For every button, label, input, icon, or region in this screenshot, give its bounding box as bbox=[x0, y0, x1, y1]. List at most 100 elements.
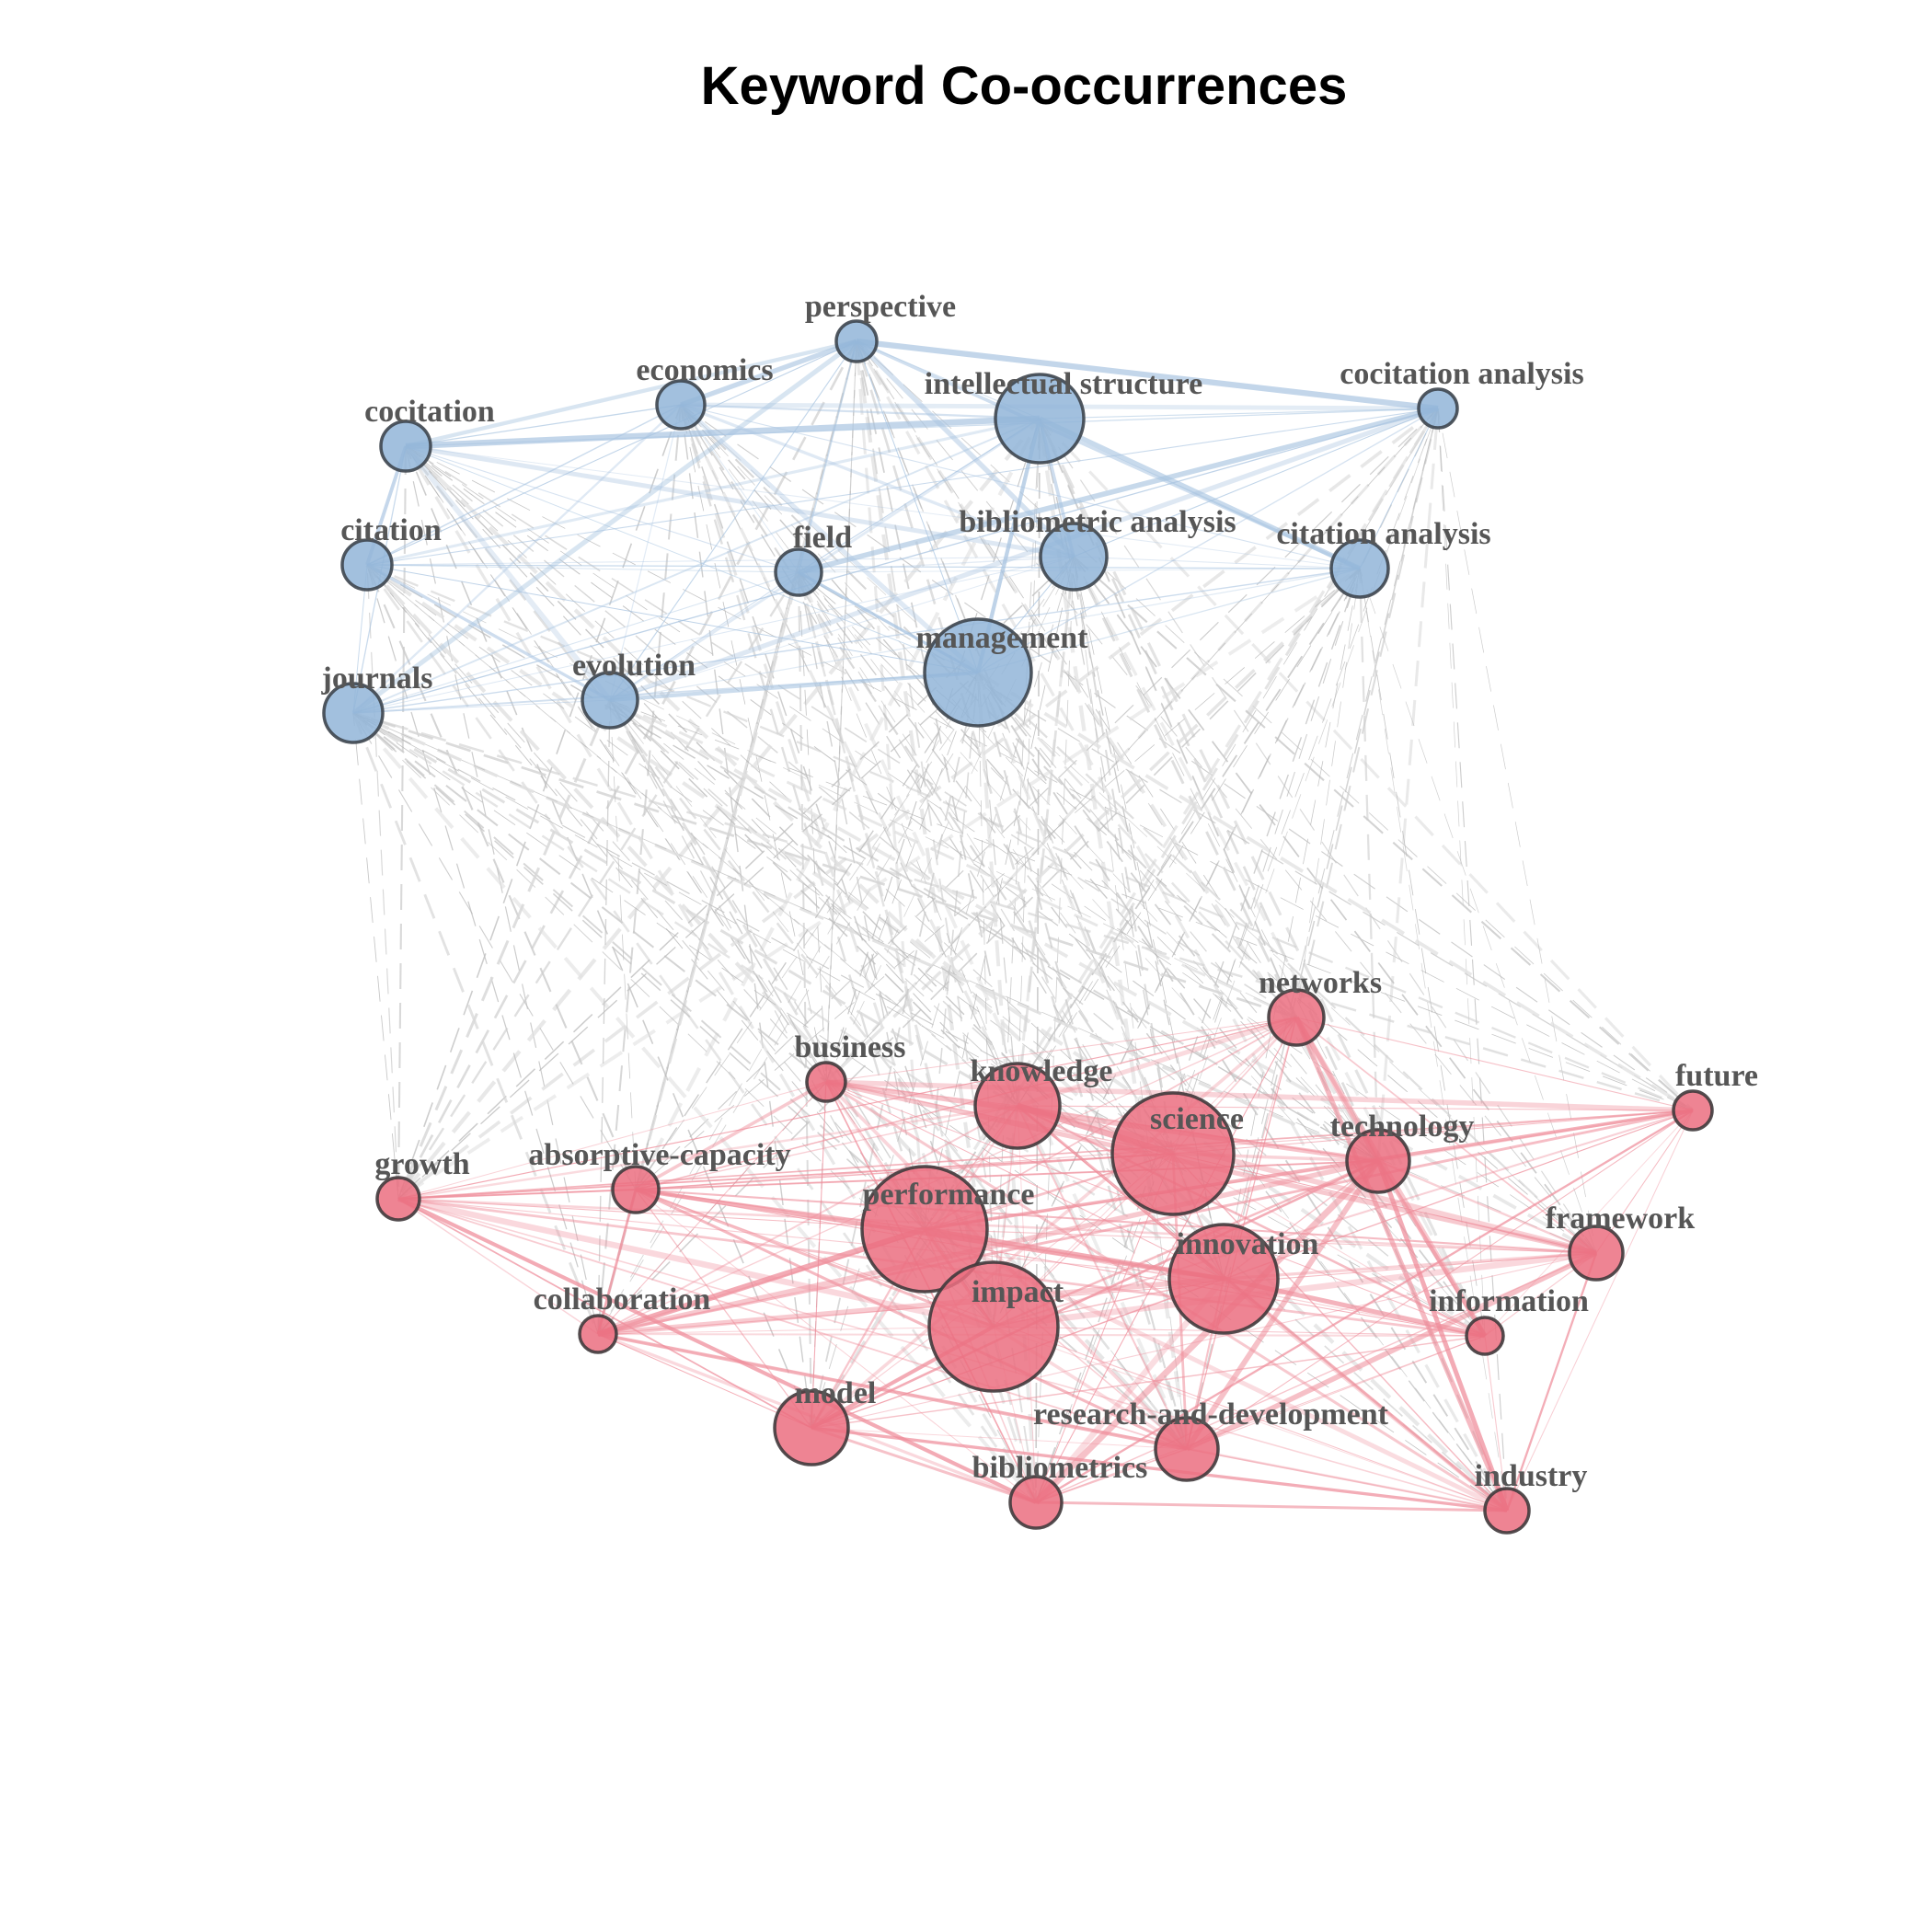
node-bibliometric-analysis bbox=[1039, 522, 1109, 592]
edge bbox=[1172, 1153, 1597, 1254]
edge bbox=[1035, 1252, 1597, 1503]
edge bbox=[977, 408, 1439, 673]
edge bbox=[856, 340, 1486, 1337]
node-perspective bbox=[834, 319, 879, 363]
edge bbox=[1017, 1015, 1297, 1109]
edge bbox=[366, 564, 979, 673]
edge bbox=[609, 699, 637, 1190]
edge bbox=[635, 408, 1439, 1190]
edge bbox=[609, 406, 1439, 703]
node-citation bbox=[340, 538, 394, 592]
edge bbox=[1035, 1335, 1486, 1503]
edge bbox=[635, 1189, 1508, 1512]
edge bbox=[597, 1252, 1597, 1335]
edge bbox=[351, 712, 600, 1335]
edge bbox=[609, 404, 682, 701]
edge bbox=[1505, 1252, 1598, 1512]
edge bbox=[993, 1249, 1597, 1330]
edge bbox=[1073, 408, 1439, 558]
edge bbox=[635, 556, 1075, 1190]
edge bbox=[366, 340, 857, 566]
edge bbox=[352, 404, 682, 714]
edge bbox=[1072, 556, 1298, 1018]
edge bbox=[366, 564, 1361, 569]
edge bbox=[680, 404, 995, 1328]
edge bbox=[856, 340, 979, 673]
edge bbox=[810, 1016, 1298, 1430]
label-future: future bbox=[1675, 1059, 1758, 1093]
edge bbox=[1017, 418, 1041, 1107]
edge bbox=[609, 340, 857, 701]
edge bbox=[824, 567, 1362, 1084]
edge bbox=[405, 445, 1361, 569]
edge bbox=[366, 564, 399, 1200]
edge bbox=[365, 564, 1038, 1503]
edge bbox=[597, 1333, 812, 1429]
edge bbox=[597, 1332, 1188, 1451]
node-knowledge bbox=[973, 1062, 1062, 1150]
edge bbox=[811, 1426, 1037, 1504]
edge bbox=[635, 1080, 827, 1191]
node-research-and-development bbox=[1154, 1416, 1220, 1482]
node-technology bbox=[1345, 1128, 1411, 1194]
edge bbox=[351, 711, 1038, 1504]
edge bbox=[811, 1081, 827, 1429]
node-networks bbox=[1267, 988, 1326, 1047]
label-journals: journals bbox=[321, 661, 433, 696]
edge bbox=[1437, 408, 1486, 1337]
label-bibliometrics: bibliometrics bbox=[972, 1451, 1148, 1485]
edge bbox=[397, 1153, 1174, 1200]
edge bbox=[1376, 408, 1440, 1162]
edge bbox=[597, 699, 611, 1335]
label-economics: economics bbox=[636, 353, 773, 387]
edge bbox=[1359, 568, 1486, 1337]
edge bbox=[811, 1252, 1597, 1429]
edge bbox=[397, 1104, 1018, 1201]
graph-nodes bbox=[322, 319, 1714, 1535]
edge bbox=[635, 1189, 1037, 1503]
edge bbox=[352, 712, 995, 1328]
edge bbox=[405, 445, 1018, 1107]
edge bbox=[352, 711, 1018, 1108]
edge bbox=[597, 1158, 1379, 1337]
edge bbox=[397, 1198, 599, 1335]
edge bbox=[1376, 1159, 1487, 1338]
node-framework bbox=[1568, 1225, 1625, 1282]
edge bbox=[1358, 568, 1380, 1162]
label-technology: technology bbox=[1330, 1110, 1475, 1144]
edge bbox=[597, 1109, 1694, 1336]
label-cocitation-analysis: cocitation analysis bbox=[1340, 357, 1583, 391]
edge bbox=[798, 571, 1379, 1162]
edge bbox=[405, 408, 1439, 447]
edge bbox=[1295, 1017, 1597, 1254]
label-perspective: perspective bbox=[805, 290, 956, 324]
edge bbox=[405, 415, 1041, 450]
edge bbox=[924, 556, 1075, 1230]
node-labels: perspectiveeconomicscocitationintellectu… bbox=[321, 290, 1758, 1493]
edge bbox=[1017, 568, 1361, 1107]
label-cocitation: cocitation bbox=[364, 395, 495, 429]
edge bbox=[366, 564, 995, 1328]
edge bbox=[635, 568, 1361, 1190]
edge bbox=[1185, 1250, 1598, 1452]
edge bbox=[1039, 408, 1439, 420]
edge bbox=[609, 699, 1379, 1162]
edge bbox=[1294, 1016, 1510, 1512]
node-bibliometrics bbox=[1008, 1475, 1064, 1530]
edge bbox=[1172, 1153, 1508, 1512]
edge bbox=[366, 564, 1297, 1018]
edge bbox=[1017, 1103, 1597, 1256]
edge bbox=[856, 340, 1694, 1111]
node-model bbox=[773, 1389, 850, 1466]
edge bbox=[366, 563, 611, 702]
edge bbox=[1072, 556, 1175, 1155]
label-absorptive-capacity: absorptive-capacity bbox=[528, 1138, 790, 1172]
edge bbox=[397, 1198, 1188, 1450]
edge bbox=[993, 1326, 1508, 1512]
edge bbox=[609, 699, 1694, 1111]
edge bbox=[635, 1189, 1486, 1337]
edge bbox=[366, 563, 1694, 1112]
edge bbox=[811, 1335, 1486, 1429]
edge bbox=[405, 445, 926, 1230]
edge bbox=[798, 340, 857, 573]
